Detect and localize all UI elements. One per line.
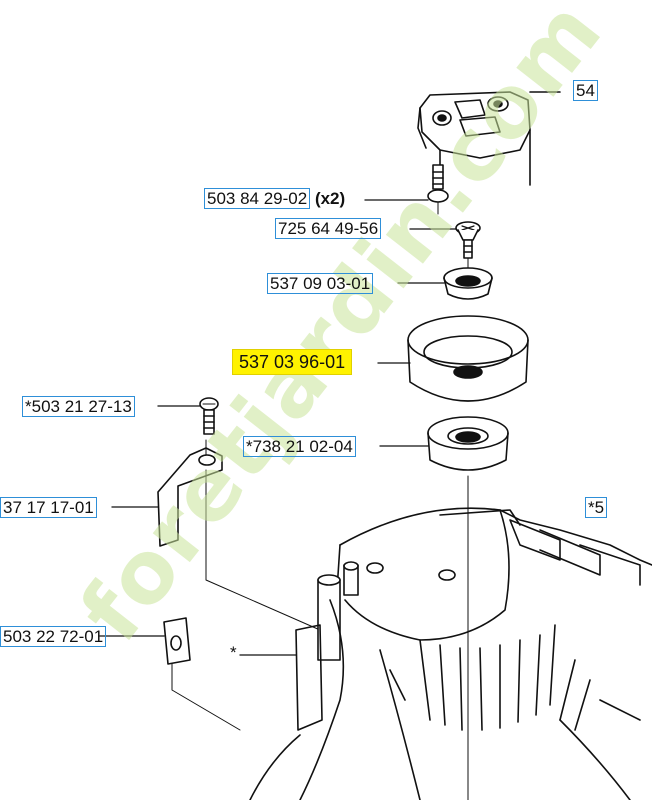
part-label-503-22-72-01[interactable]: 503 22 72-01 <box>0 626 107 647</box>
part-number-text: 54 <box>576 81 595 100</box>
part-label-738-21-02-04[interactable]: *738 21 02-04 <box>243 436 356 457</box>
part-label-537-03-96-01[interactable]: 537 03 96-01 <box>232 349 353 375</box>
part-number-text: 37 17 17-01 <box>3 498 94 517</box>
bracket-screw-part <box>199 397 219 435</box>
part-number-text: *5 <box>588 498 605 517</box>
asterisk-text: * <box>230 643 237 662</box>
countersunk-screw-part <box>455 221 481 259</box>
l-bracket-part <box>157 439 321 631</box>
part-number-text: *503 21 27-13 <box>25 397 132 416</box>
part-label-537-09-03-01[interactable]: 537 09 03-01 <box>267 273 374 294</box>
asterisk-label: * <box>228 643 239 662</box>
screw-part <box>427 164 449 215</box>
part-label-top-right-cut[interactable]: 54 <box>573 80 598 101</box>
leader-lines <box>99 199 457 656</box>
washer-part <box>443 267 493 300</box>
part-label-503-84-29-02[interactable]: 503 84 29-02 (x2) <box>202 188 347 209</box>
part-number-text: 537 03 96-01 <box>239 352 346 372</box>
part-label-503-21-27-13[interactable]: *503 21 27-13 <box>22 396 135 417</box>
part-number-text: 503 84 29-02 <box>204 188 311 209</box>
engine-housing-part <box>249 507 652 800</box>
part-number-text: 503 22 72-01 <box>3 627 104 646</box>
part-number-text: 725 64 49-56 <box>278 219 379 238</box>
part-label-right-cut[interactable]: *5 <box>585 497 608 518</box>
part-label-725-64-49-56[interactable]: 725 64 49-56 <box>275 218 382 239</box>
ignition-module-part <box>417 91 561 186</box>
clip-part <box>163 617 241 731</box>
part-number-text: *738 21 02-04 <box>246 437 353 456</box>
part-number-text: 537 09 03-01 <box>270 274 371 293</box>
part-label-537-17-17-01[interactable]: 37 17 17-01 <box>0 497 97 518</box>
bearing-part <box>427 416 509 471</box>
quantity-text: (x2) <box>314 189 346 208</box>
clutch-drum-part <box>407 315 529 402</box>
